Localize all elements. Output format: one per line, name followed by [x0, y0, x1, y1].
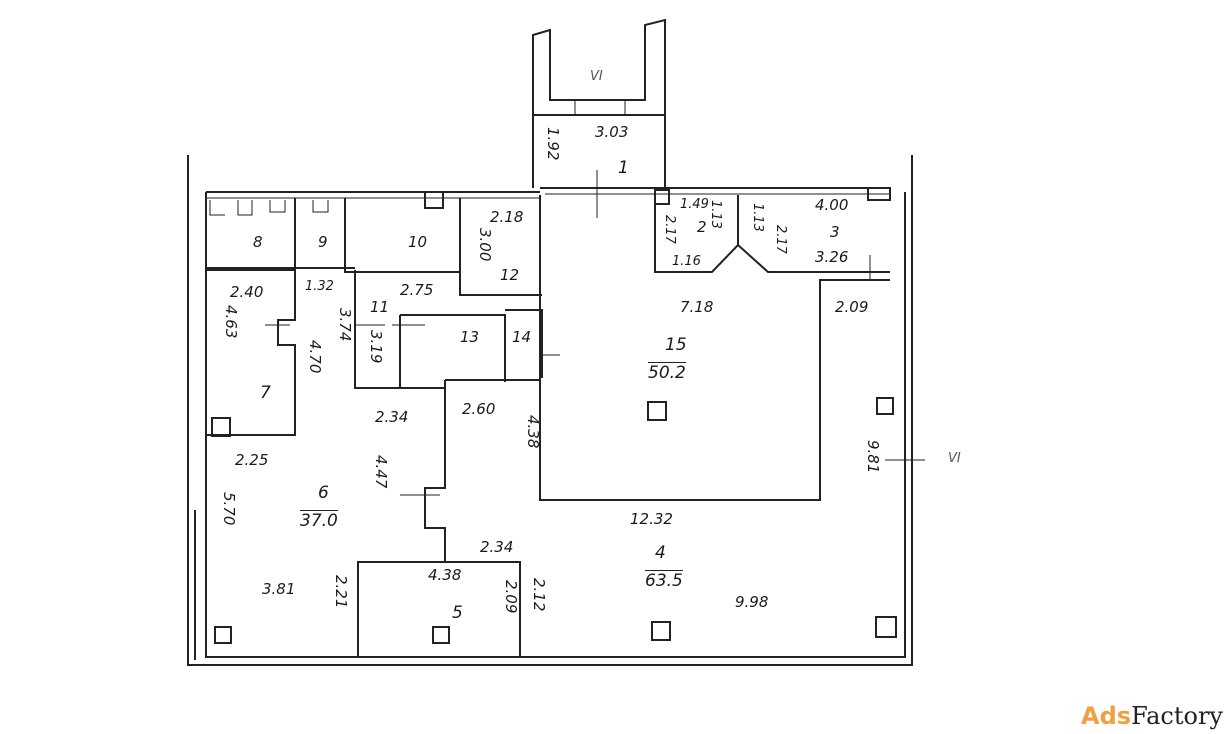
room-15-dim: 2.60 — [462, 400, 496, 418]
room-3-dim: 2.17 — [773, 225, 788, 254]
room-4-number: 4 — [655, 543, 666, 563]
room-15-area: 50.2 — [648, 362, 686, 383]
room-1-number: 1 — [618, 158, 629, 178]
section-mark-top: VI — [590, 69, 603, 84]
room-4-dim: 2.09 — [835, 298, 869, 316]
room-4-area: 63.5 — [645, 570, 683, 591]
room-12-dim: 3.00 — [476, 228, 494, 262]
room-6-area: 37.0 — [300, 510, 338, 531]
room-2-dim: 1.49 — [680, 197, 709, 212]
room-7-dim: 2.40 — [230, 283, 264, 301]
room-5-dim: 2.34 — [480, 538, 514, 556]
room-15-dim: 7.18 — [680, 298, 714, 316]
room-4-dim: 9.98 — [735, 593, 769, 611]
room-6-dim: 4.47 — [372, 455, 390, 489]
room-6-dim: 2.21 — [332, 575, 350, 609]
room-10-number: 10 — [408, 233, 428, 251]
room-4-dim: 9.81 — [864, 440, 882, 474]
room-12-dim: 2.18 — [490, 208, 524, 226]
room-6-dim: 2.34 — [375, 408, 409, 426]
room-5-number: 5 — [452, 603, 463, 623]
room-3-dim: 1.13 — [750, 203, 765, 232]
room-7-number: 7 — [260, 383, 271, 403]
watermark-logo: AdsFactory — [1081, 702, 1223, 730]
room-3-dim: 4.00 — [815, 196, 849, 214]
room-3-dim: 3.26 — [815, 248, 849, 266]
room-13-number: 13 — [460, 328, 480, 346]
room-3-number: 3 — [830, 223, 840, 241]
room-6-dim: 3.81 — [262, 580, 296, 598]
room-11-number: 11 — [370, 298, 390, 316]
room-5-dim: 4.38 — [428, 566, 462, 584]
room-1-dim: 1.92 — [544, 127, 562, 161]
section-mark-right: VI — [948, 451, 961, 466]
room-15-number: 15 — [665, 335, 687, 355]
room-2-number: 2 — [697, 218, 707, 236]
room-6-dim: 2.25 — [235, 451, 269, 469]
room-8-number: 8 — [253, 233, 263, 251]
room-5-dim: 2.09 — [502, 580, 520, 614]
room-7-dim: 4.63 — [222, 305, 240, 339]
room-2-dim: 1.16 — [672, 254, 701, 269]
room-4-dim: 12.32 — [630, 510, 673, 528]
room-4-dim: 2.12 — [530, 578, 548, 612]
room-2-dim: 2.17 — [662, 215, 677, 244]
room-14-number: 14 — [512, 328, 532, 346]
room-15-dim: 4.38 — [524, 415, 542, 449]
room-11-dim: 3.74 — [336, 308, 354, 342]
room-6-dim: 5.70 — [220, 492, 238, 526]
room-2-dim: 1.13 — [708, 200, 723, 229]
room-11-dim: 3.19 — [367, 330, 385, 364]
room-11-dim: 2.75 — [400, 281, 434, 299]
room-6-number: 6 — [318, 483, 329, 503]
room-9-number: 9 — [318, 233, 328, 251]
room-12-number: 12 — [500, 266, 520, 284]
room-1-dim: 3.03 — [595, 123, 629, 141]
room-9-dim: 1.32 — [305, 279, 334, 294]
room-7-dim: 4.70 — [306, 340, 324, 374]
